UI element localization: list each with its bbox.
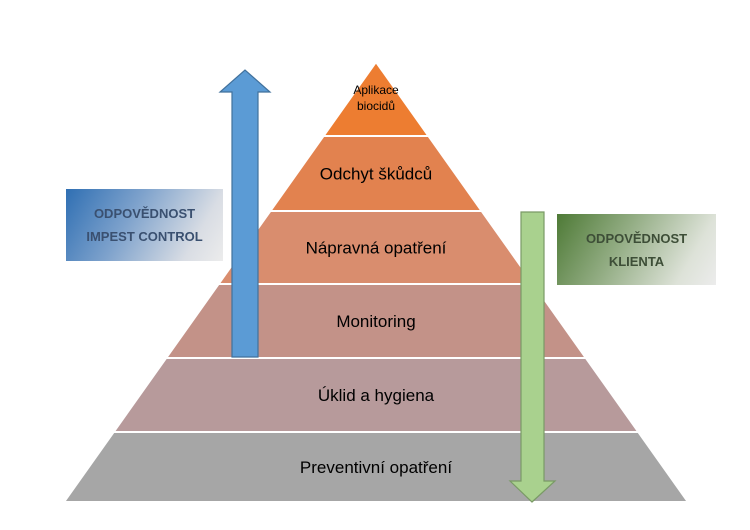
pyramid-label-uklid: Úklid a hygiena <box>318 386 435 405</box>
impest-responsibility-box: ODPOVĚDNOST IMPEST CONTROL <box>66 189 223 261</box>
pyramid-label-odchyt: Odchyt škůdců <box>320 165 432 184</box>
responsibility-arrows <box>218 69 557 503</box>
pyramid-label-preventivni: Preventivní opatření <box>300 458 452 477</box>
arrow-down-icon <box>508 211 557 503</box>
pyramid-label-monitoring: Monitoring <box>336 312 415 331</box>
pyramid-label-napravna: Nápravná opatření <box>306 239 447 258</box>
client-responsibility-label: ODPOVĚDNOST KLIENTA <box>585 230 688 269</box>
impest-responsibility-label: ODPOVĚDNOST IMPEST CONTROL <box>86 206 203 244</box>
client-responsibility-box: ODPOVĚDNOST KLIENTA <box>557 214 716 285</box>
arrow-up-icon <box>218 69 272 358</box>
